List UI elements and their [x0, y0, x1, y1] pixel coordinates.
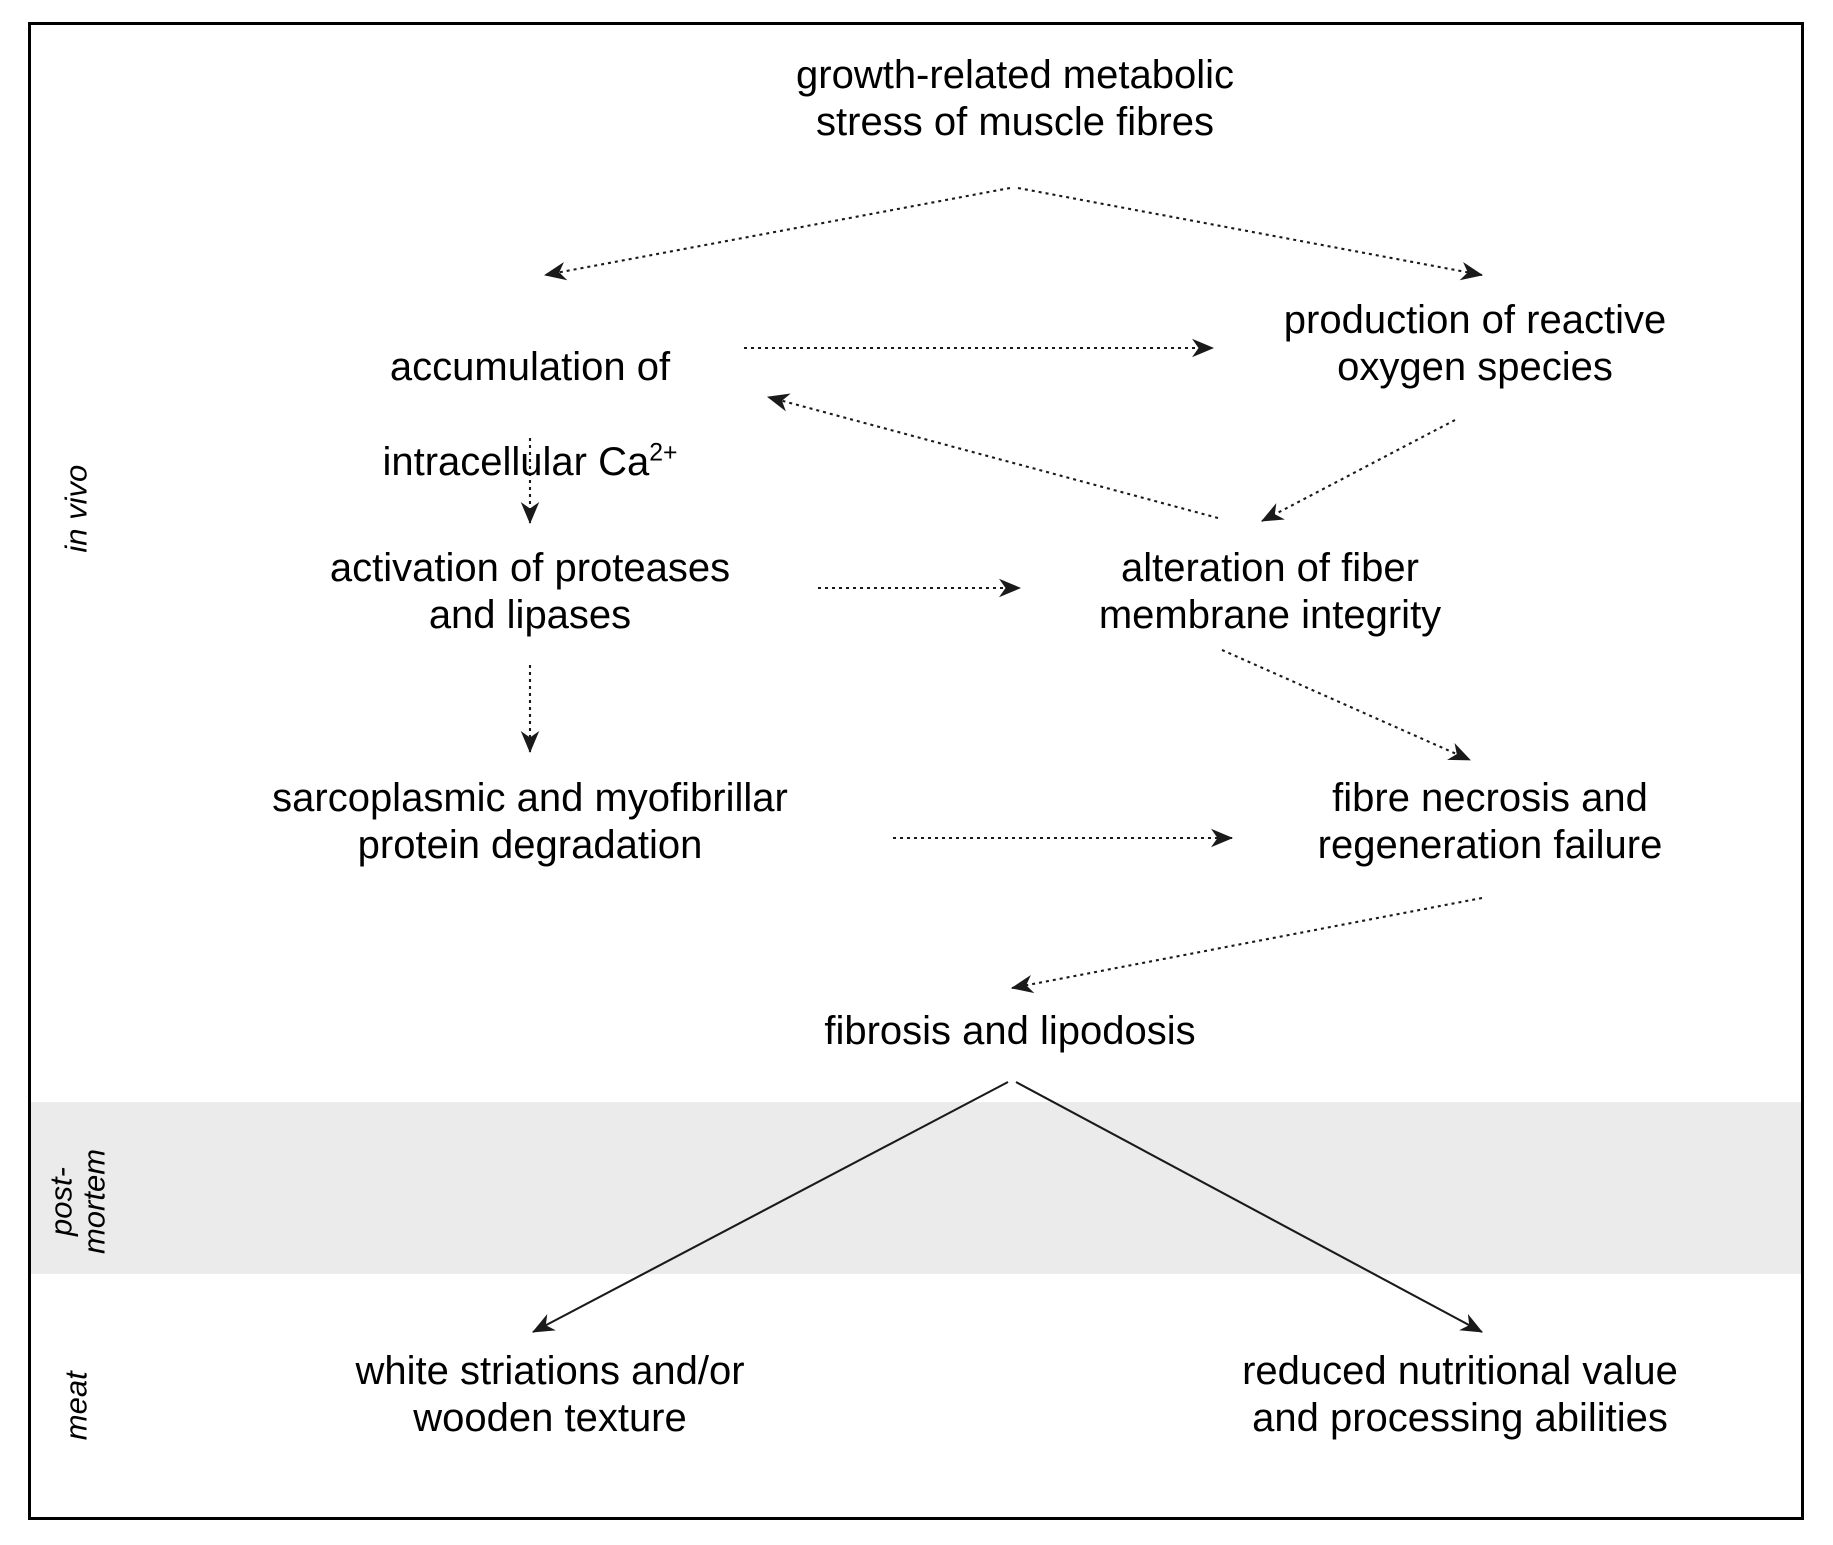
stage-label-meat: meat: [58, 1371, 94, 1441]
charge-superscript: 2+: [649, 439, 678, 467]
node-line-intracellular: intracellular Ca: [382, 439, 650, 484]
node-growth-related-metabolic-stress: growth-related metabolic stress of muscl…: [796, 53, 1234, 145]
node-fibre-necrosis-regeneration-failure: fibre necrosis and regeneration failure: [1317, 776, 1663, 868]
stage-label-in-vivo: in vivo: [58, 464, 94, 553]
node-line-accumulation: accumulation of: [389, 345, 671, 390]
stage-label-post-mortem: post- mortem: [43, 1148, 112, 1255]
node-white-striations-wooden-texture: white striations and/or wooden texture: [355, 1349, 745, 1441]
node-activation-proteases-lipases: activation of proteases and lipases: [329, 546, 731, 638]
node-production-reactive-oxygen-species: production of reactive oxygen species: [1283, 298, 1667, 390]
node-protein-degradation: sarcoplasmic and myofibrillar protein de…: [272, 776, 788, 868]
figure-border: [28, 22, 1804, 1520]
node-fibrosis-and-lipodosis: fibrosis and lipodosis: [824, 1009, 1196, 1053]
node-alteration-fiber-membrane-integrity: alteration of fiber membrane integrity: [1098, 546, 1442, 638]
node-reduced-nutritional-value: reduced nutritional value and processing…: [1242, 1349, 1678, 1441]
phase-band-post-mortem: [31, 1102, 1801, 1274]
node-accumulation-intracellular-ca: accumulation of intracellular Ca2+: [250, 297, 810, 486]
